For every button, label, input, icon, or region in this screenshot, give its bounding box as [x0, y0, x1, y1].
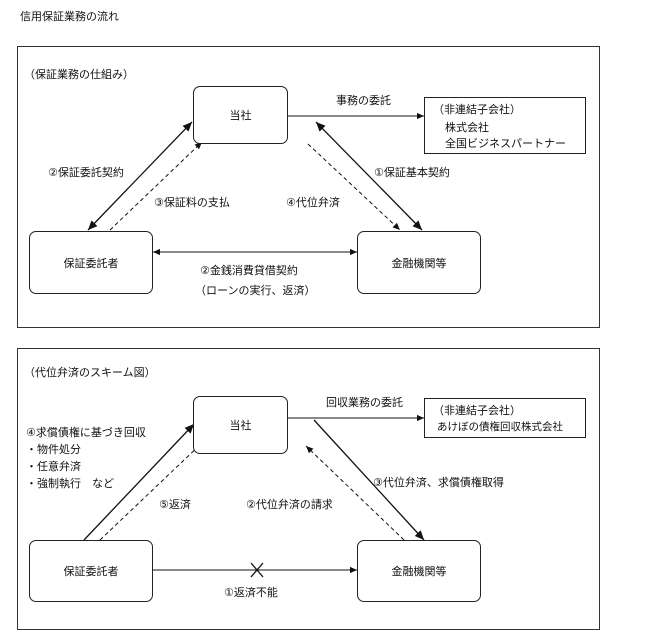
partner-box: （非連結子会社） あけぼの債権回収株式会社: [424, 398, 586, 438]
partner-label: （非連結子会社）: [433, 103, 521, 116]
node-label: 金融機関等: [391, 565, 447, 578]
arrow-fee-payment: [109, 141, 203, 231]
node-company: 当社: [193, 396, 288, 454]
arrow-guarantee-contract: [87, 121, 193, 231]
node-label: 当社: [229, 109, 252, 122]
label-collection-delegation: 回収業務の委託: [326, 396, 403, 409]
label-basic-contract: ①保証基本契約: [374, 166, 450, 179]
arrow-acquire: [313, 419, 425, 541]
partner-box: （非連結子会社） 株式会社 全国ビジネスパートナー: [424, 97, 586, 154]
node-label: 保証委託者: [63, 565, 119, 578]
node-label: 金融機関等: [391, 256, 447, 270]
partner-line: あけぼの債権回収株式会社: [437, 421, 563, 433]
arrow-repay: [99, 441, 204, 541]
label-delegation: 事務の委託: [336, 94, 391, 107]
claim-list: ④求償債権に基づき回収 ・物件処分 ・任意弁済 ・強制執行 など: [26, 424, 146, 492]
claim-line: ・強制執行 など: [26, 477, 114, 490]
panel-title: （代位弁済のスキーム図）: [24, 366, 156, 379]
node-label: 当社: [229, 419, 252, 432]
claim-line: ・物件処分: [26, 443, 81, 456]
label-loan-contract: ②金銭消費貸借契約: [200, 264, 298, 277]
node-bank: 金融機関等: [357, 231, 481, 294]
node-client: 保証委託者: [29, 540, 153, 602]
node-client: 保証委託者: [29, 231, 153, 294]
page-title: 信用保証業務の流れ: [20, 10, 119, 23]
arrow-claim: [83, 423, 195, 541]
arrow-request: [305, 445, 405, 541]
node-label: 保証委託者: [63, 256, 119, 270]
partner-label: （非連結子会社）: [433, 404, 521, 417]
label-acquire: ③代位弁済、求償債権取得: [373, 476, 504, 489]
label-repay: ⑤返済: [159, 498, 191, 511]
label-unable: ①返済不能: [224, 586, 278, 599]
node-company: 当社: [193, 86, 288, 144]
claim-line: ・任意弁済: [26, 460, 81, 473]
panel-subrogation-scheme: （代位弁済のスキーム図）: [17, 348, 600, 630]
partner-line: 株式会社: [445, 121, 489, 134]
node-bank: 金融機関等: [357, 540, 481, 602]
claim-line: ④求償債権に基づき回収: [26, 426, 146, 439]
arrow-basic-contract: [315, 121, 423, 231]
label-loan-detail: （ローンの実行、返済）: [195, 284, 316, 297]
cross-icon: [250, 562, 264, 578]
partner-line: 全国ビジネスパートナー: [445, 137, 566, 150]
label-fee-payment: ③保証料の支払: [154, 196, 230, 209]
panel-title: （保証業務の仕組み）: [24, 68, 134, 81]
arrow-subrogation: [307, 143, 401, 231]
label-subrogation: ④代位弁済: [286, 196, 340, 209]
label-request: ②代位弁済の請求: [246, 498, 333, 511]
panel-guarantee-mechanism: （保証業務の仕組み）: [17, 46, 600, 328]
label-guarantee-contract: ②保証委託契約: [48, 166, 124, 179]
